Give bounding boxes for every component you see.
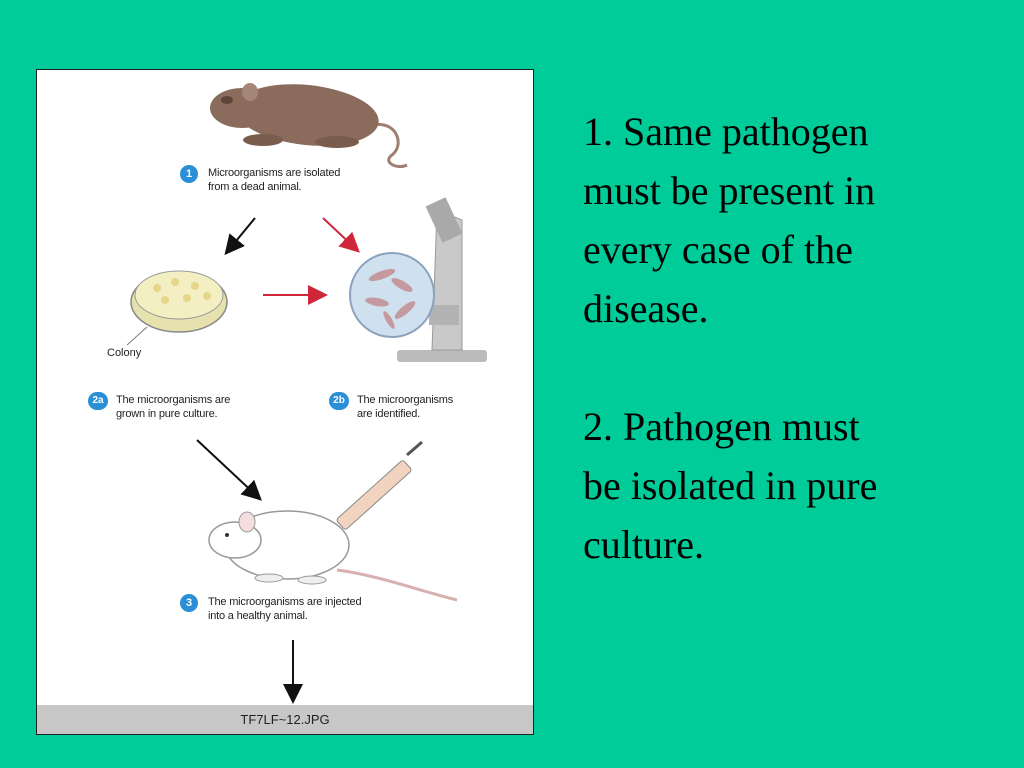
postulate-2: 2. Pathogen must be isolated in pure cul… bbox=[583, 404, 878, 567]
postulate-1: 1. Same pathogen must be present in ever… bbox=[583, 109, 876, 331]
step-3-caption: The microorganisms are injected into a h… bbox=[208, 596, 362, 622]
arrow-to-healthy-animal bbox=[196, 439, 262, 501]
colony-label: Colony bbox=[107, 347, 142, 359]
healthy-rat-icon bbox=[208, 510, 458, 602]
step-2a-badge: 2a bbox=[88, 392, 108, 410]
file-name: TF7LF~12.JPG bbox=[240, 712, 330, 727]
arrow-to-culture bbox=[224, 217, 256, 256]
file-name-bar: TF7LF~12.JPG bbox=[37, 705, 533, 734]
microscope-icon bbox=[349, 197, 487, 362]
petri-dish-icon bbox=[130, 270, 228, 333]
colony-pointer bbox=[126, 326, 148, 346]
step-3-badge: 3 bbox=[180, 594, 198, 612]
koch-postulates-figure: 1 Microorganisms are isolated from a dea… bbox=[36, 69, 534, 735]
step-1-caption: Microorganisms are isolated from a dead … bbox=[208, 167, 341, 193]
dead-rat-icon bbox=[210, 83, 408, 169]
step-1-badge: 1 bbox=[180, 165, 198, 183]
step-2a-caption: The microorganisms are grown in pure cul… bbox=[116, 394, 231, 420]
postulates-text: 1. Same pathogen must be present in ever… bbox=[583, 102, 1003, 574]
step-2b-badge: 2b bbox=[329, 392, 349, 410]
syringe-icon bbox=[324, 440, 423, 541]
arrow-to-microscope bbox=[322, 217, 360, 253]
step-2b-caption: The microorganisms are identified. bbox=[357, 394, 454, 420]
figure-illustration bbox=[126, 83, 487, 704]
